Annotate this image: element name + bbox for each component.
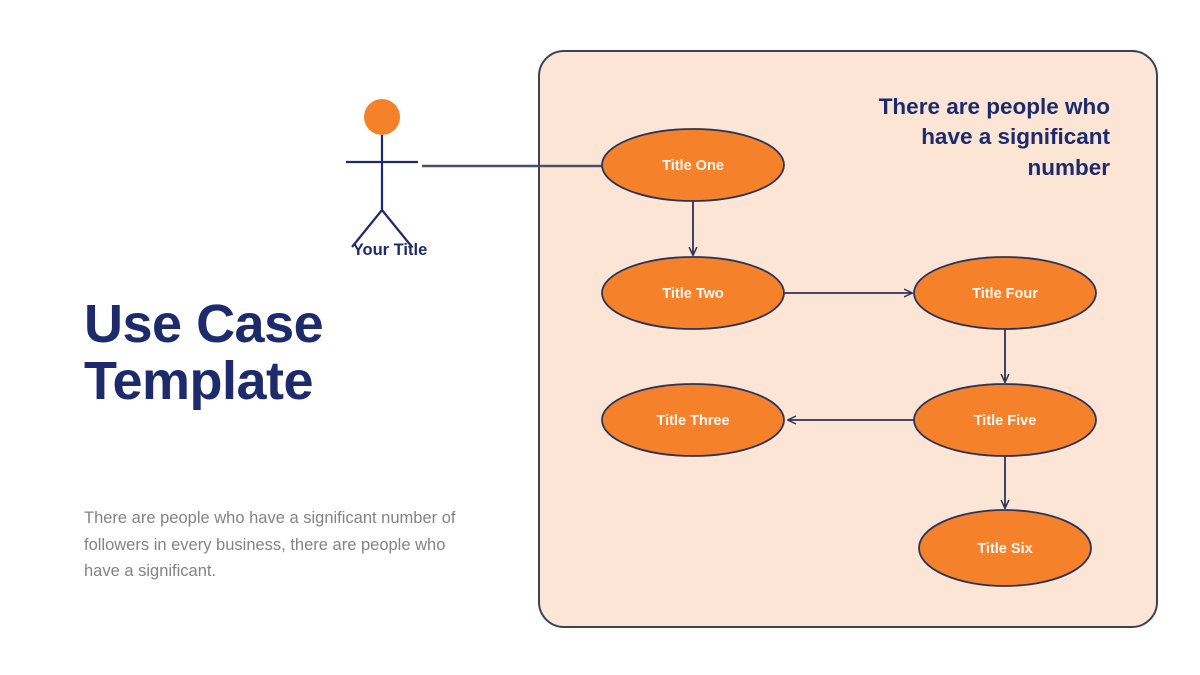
node-title-five[interactable]: Title Five xyxy=(913,383,1097,457)
page-title: Use Case Template xyxy=(84,294,484,412)
node-title-two[interactable]: Title Two xyxy=(601,256,785,330)
node-title-four[interactable]: Title Four xyxy=(913,256,1097,330)
node-title-one[interactable]: Title One xyxy=(601,128,785,202)
node-title-six-shape[interactable] xyxy=(918,509,1092,587)
node-title-one-label: Title One xyxy=(662,158,724,174)
node-title-one-shape[interactable] xyxy=(601,128,785,202)
node-title-five-shape[interactable] xyxy=(913,383,1097,457)
actor-head-icon xyxy=(364,99,400,135)
page-body-text: There are people who have a significant … xyxy=(84,509,456,581)
node-title-three-shape[interactable] xyxy=(601,383,785,457)
panel-heading: There are people who have a significant … xyxy=(878,94,1110,180)
node-title-four-label: Title Four xyxy=(972,286,1038,302)
node-title-three-label: Title Three xyxy=(656,413,729,429)
node-title-five-label: Title Five xyxy=(974,413,1037,429)
actor-leg-right-icon xyxy=(381,209,413,248)
node-title-three[interactable]: Title Three xyxy=(601,383,785,457)
node-title-six[interactable]: Title Six xyxy=(918,509,1092,587)
page-title-line-2: Template xyxy=(84,351,314,412)
actor-figure xyxy=(346,99,418,248)
node-title-six-label: Title Six xyxy=(977,541,1032,557)
actor-label: Your Title xyxy=(352,241,428,259)
page-title-line-1: Use Case xyxy=(84,294,324,354)
node-title-four-shape[interactable] xyxy=(913,256,1097,330)
node-title-two-label: Title Two xyxy=(662,286,724,302)
actor-leg-left-icon xyxy=(351,209,383,248)
node-title-two-shape[interactable] xyxy=(601,256,785,330)
